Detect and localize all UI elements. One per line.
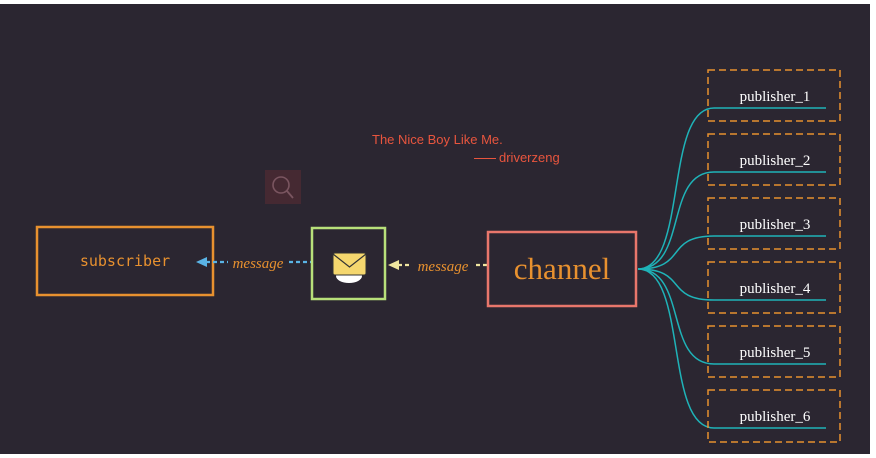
message-label-left: message	[233, 256, 284, 272]
subscriber-label: subscriber	[80, 252, 170, 270]
message-node	[310, 226, 387, 301]
publisher-3: publisher_3	[707, 197, 841, 250]
publisher-5-label: publisher_5	[740, 345, 811, 361]
publisher-6: publisher_6	[707, 389, 841, 443]
publisher-4-label: publisher_4	[740, 281, 811, 297]
publisher-6-label: publisher_6	[740, 409, 811, 425]
subscriber-node: subscriber	[35, 225, 215, 297]
channel-publisher-connectors	[637, 107, 826, 429]
publisher-4: publisher_4	[707, 261, 841, 314]
diagram-canvas: subscriber message message	[0, 4, 870, 454]
arrow-channel-to-envelope: message	[388, 259, 487, 275]
caption-quote: The Nice Boy Like Me.	[372, 132, 503, 147]
publisher-1: publisher_1	[707, 69, 841, 122]
caption-author-name: driverzeng	[499, 150, 560, 165]
message-label-right: message	[418, 259, 469, 275]
diagram-svg: subscriber message message	[35, 69, 841, 443]
search-icon[interactable]	[265, 170, 301, 204]
caption-dash	[474, 158, 496, 160]
arrow-envelope-to-subscriber: message	[196, 256, 311, 272]
publisher-1-label: publisher_1	[740, 89, 811, 105]
channel-label: channel	[514, 251, 610, 286]
envelope-icon	[332, 252, 367, 283]
caption-author: driverzeng	[474, 150, 560, 165]
publisher-2: publisher_2	[707, 133, 841, 186]
publisher-2-label: publisher_2	[740, 153, 811, 169]
publisher-5: publisher_5	[707, 325, 841, 378]
publisher-3-label: publisher_3	[740, 217, 811, 233]
channel-node: channel	[486, 230, 638, 308]
